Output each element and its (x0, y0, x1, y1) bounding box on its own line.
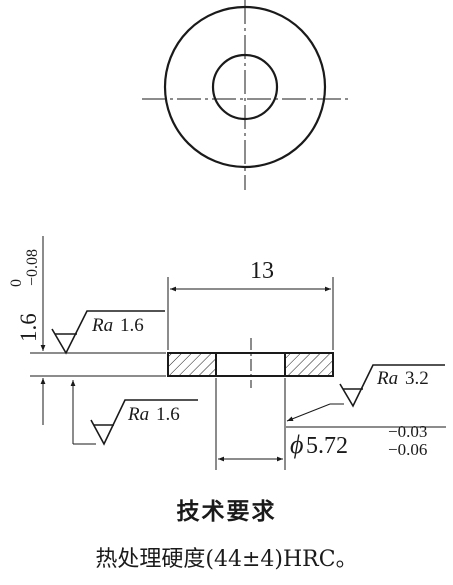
technical-requirements-title: 技术要求 (176, 498, 277, 525)
technical-requirement-item: 热处理硬度(44±4)HRC。 (95, 547, 358, 572)
dim-thickness: 1.6 0 −0.08 (8, 236, 166, 425)
washer-outline-left (167, 352, 217, 377)
surface-finish-bottom: Ra 1.6 (70, 380, 198, 446)
surface-finish-top: Ra 1.6 (51, 310, 165, 355)
dim-bore-lower: −0.06 (388, 440, 427, 459)
dim-thickness-upper: 0 (8, 279, 25, 287)
ra-value-bottom: 1.6 (156, 404, 180, 425)
dim-thickness-value: 1.6 (16, 313, 41, 342)
hatch-left (168, 353, 216, 376)
dim-bore-upper: −0.03 (388, 422, 427, 441)
dim-thickness-lower: −0.08 (24, 249, 41, 286)
ra-value-top: 1.6 (120, 315, 144, 336)
dim-bore: ϕ 5.72 −0.03 −0.06 (215, 378, 446, 470)
dim-length: 13 (167, 258, 334, 350)
top-view (142, 0, 348, 190)
surface-finish-icon (51, 310, 165, 355)
washer-outline-right (284, 352, 334, 377)
surface-finish-bore: Ra 3.2 (339, 364, 445, 408)
hatch-right (285, 353, 333, 376)
surface-finish-icon (339, 364, 445, 408)
ra-prefix-top: Ra (91, 315, 113, 336)
dim-bore-value: 5.72 (306, 433, 348, 459)
ra-prefix-bore: Ra (376, 368, 398, 389)
section-view (167, 338, 334, 388)
dim-bore-symbol: ϕ (290, 430, 303, 459)
ra-prefix-bottom: Ra (127, 404, 149, 425)
dim-length-value: 13 (250, 258, 274, 284)
surface-finish-icon (90, 399, 198, 446)
ra-value-bore: 3.2 (405, 368, 429, 389)
washer-drawing: 13 1.6 0 −0.08 Ra 1.6 Ra 1.6 Ra 3.2 (8, 0, 446, 470)
